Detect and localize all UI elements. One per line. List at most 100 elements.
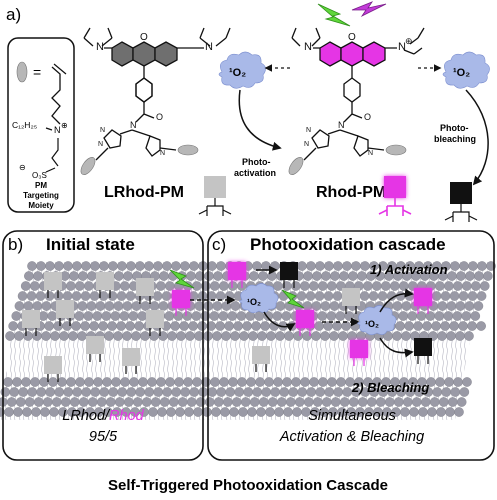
cascade-arrow-to-magenta-1 <box>263 311 296 332</box>
lipid-head <box>147 377 157 387</box>
legend-moiety-line2: Targeting <box>23 191 59 200</box>
lipid-head <box>224 291 235 301</box>
singlet-oxygen-cloud-left: ¹O₂ <box>218 51 266 89</box>
lipid-head <box>209 281 220 291</box>
lipid-head <box>317 311 328 321</box>
lipid-head <box>230 301 241 311</box>
lipid-head <box>260 321 270 331</box>
lipid-head <box>156 377 166 387</box>
lipid-head <box>348 271 358 281</box>
lipid-head <box>258 271 268 281</box>
lipid-head <box>215 291 226 301</box>
lipid-head <box>75 377 85 387</box>
lipid-head <box>452 281 463 291</box>
svg-text:N: N <box>100 127 105 134</box>
probe-gray-b-4 <box>56 300 74 326</box>
lipid-head <box>144 261 154 271</box>
probe-gray-b-2 <box>136 278 154 304</box>
lipid-head <box>14 331 24 341</box>
lipid-head <box>279 387 290 397</box>
lipid-head <box>432 387 443 397</box>
lipid-head <box>274 407 284 417</box>
lipid-head <box>258 397 269 407</box>
lipid-head <box>213 271 223 281</box>
lipid-head <box>180 387 191 397</box>
lipid-head <box>320 331 330 341</box>
lipid-head <box>333 387 344 397</box>
panel-c-singlet-oxygen-1: ¹O₂ <box>247 297 261 307</box>
probe-magenta-c-0 <box>228 262 246 288</box>
lipid-head <box>215 321 225 331</box>
lipid-head <box>164 311 175 321</box>
lipid-head <box>3 377 13 387</box>
lipid-head <box>470 281 481 291</box>
lipid-head <box>320 301 331 311</box>
svg-text:N: N <box>96 41 104 53</box>
lipid-head <box>452 311 463 321</box>
lipid-head <box>72 387 83 397</box>
lipid-head <box>66 377 76 387</box>
lipid-head <box>467 321 477 331</box>
lipid-head <box>18 387 29 397</box>
lipid-head <box>119 311 130 321</box>
lipid-head <box>456 397 467 407</box>
probe-gray-b-8 <box>122 348 140 374</box>
lipid-head <box>129 377 139 387</box>
probe-magenta-b <box>172 290 190 316</box>
lipid-head <box>446 331 456 341</box>
lipid-head <box>119 281 130 291</box>
lipid-head <box>231 397 242 407</box>
legend-moiety-line1: PM <box>35 181 47 190</box>
lipid-head <box>90 387 101 397</box>
lipid-head <box>380 281 391 291</box>
lipid-head <box>24 397 35 407</box>
lipid-head <box>449 291 460 301</box>
lipid-head <box>107 321 117 331</box>
lipid-head <box>193 407 203 417</box>
lipid-head <box>159 271 169 281</box>
lipid-head <box>443 281 454 291</box>
rhod-n-plus: ⊕ <box>405 36 413 46</box>
lipid-head <box>116 321 126 331</box>
lipid-head <box>80 291 91 301</box>
lipid-head <box>249 271 259 281</box>
lipid-head <box>227 311 238 321</box>
lipid-head <box>483 271 493 281</box>
lipid-head <box>409 407 419 417</box>
lipid-head <box>150 397 161 407</box>
lipid-head <box>188 291 199 301</box>
svg-text:O: O <box>156 112 163 122</box>
lipid-head <box>437 331 447 341</box>
lipid-head <box>228 377 238 387</box>
lipid-head <box>366 397 377 407</box>
activation-step-label: 1) Activation <box>370 262 448 277</box>
lipid-head <box>117 387 128 397</box>
lipid-head <box>30 377 40 387</box>
lipid-head <box>212 301 223 311</box>
lipid-head <box>191 281 202 291</box>
lipid-head <box>132 397 143 407</box>
lipid-head <box>222 397 233 407</box>
lipid-head <box>261 261 271 271</box>
lipid-head <box>135 261 145 271</box>
lipid-head <box>26 291 37 301</box>
lipid-head <box>392 301 403 311</box>
lipid-head <box>450 261 460 271</box>
lipid-head <box>108 387 119 397</box>
lipid-head <box>294 397 305 407</box>
footer-title: Self-Triggered Photooxidation Cascade <box>108 477 388 494</box>
lipid-head <box>157 407 167 417</box>
lipid-head <box>183 377 193 387</box>
lipid-head <box>265 407 275 417</box>
lipid-head <box>326 281 337 291</box>
lipid-head <box>323 321 333 331</box>
photoactivation-label-1: Photo- <box>242 157 271 167</box>
lipid-head <box>107 291 118 301</box>
lipid-head <box>49 407 59 417</box>
lipid-head <box>179 321 189 331</box>
lipid-head <box>180 261 190 271</box>
lipid-head <box>153 261 163 271</box>
lipid-head <box>411 397 422 407</box>
lipid-head <box>101 311 112 321</box>
lipid-head <box>461 311 472 321</box>
